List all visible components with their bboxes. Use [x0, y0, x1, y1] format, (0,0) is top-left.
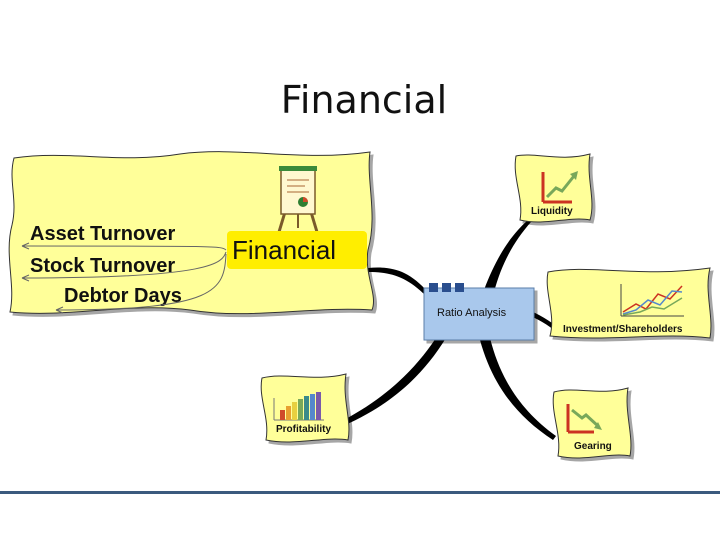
branch-liquidity: Liquidity [514, 153, 593, 223]
branch-label: Investment/Shareholders [563, 324, 683, 335]
topic-item-arrows [21, 242, 227, 314]
financial-topic-label: Financial [232, 235, 336, 265]
topic-item: Stock Turnover [30, 255, 175, 277]
connector-financial [368, 267, 428, 296]
flipchart-icon [277, 166, 319, 233]
connector-gearing [480, 338, 556, 440]
branch-label: Profitability [276, 424, 331, 435]
arrow-debtor-days [55, 253, 227, 311]
branch-profitability: Profitability [260, 373, 350, 443]
topic-items: Asset Turnover Stock Turnover Debtor Day… [30, 223, 182, 307]
branch-gearing: Gearing [552, 387, 632, 459]
connector-profitability [336, 338, 446, 428]
branch-label: Liquidity [531, 206, 573, 217]
slide-title: Financial [280, 78, 448, 122]
bar-chart-icon [273, 392, 324, 421]
footer-rule [0, 491, 720, 494]
connector-liquidity [484, 220, 531, 292]
line-chart-down-icon [566, 404, 602, 434]
central-node-label: Ratio Analysis [437, 307, 507, 319]
arrow-stock-turnover [21, 251, 227, 279]
central-node: Ratio Analysis [423, 283, 535, 341]
multi-line-chart-icon [620, 284, 684, 317]
branch-investment-shareholders: Investment/Shareholders [546, 267, 712, 339]
topic-item: Debtor Days [64, 285, 182, 307]
financial-topic-highlight [227, 231, 367, 269]
line-chart-up-icon [541, 171, 578, 204]
branch-label: Gearing [574, 441, 612, 452]
arrow-asset-turnover [21, 245, 227, 251]
topic-item: Asset Turnover [30, 223, 175, 245]
